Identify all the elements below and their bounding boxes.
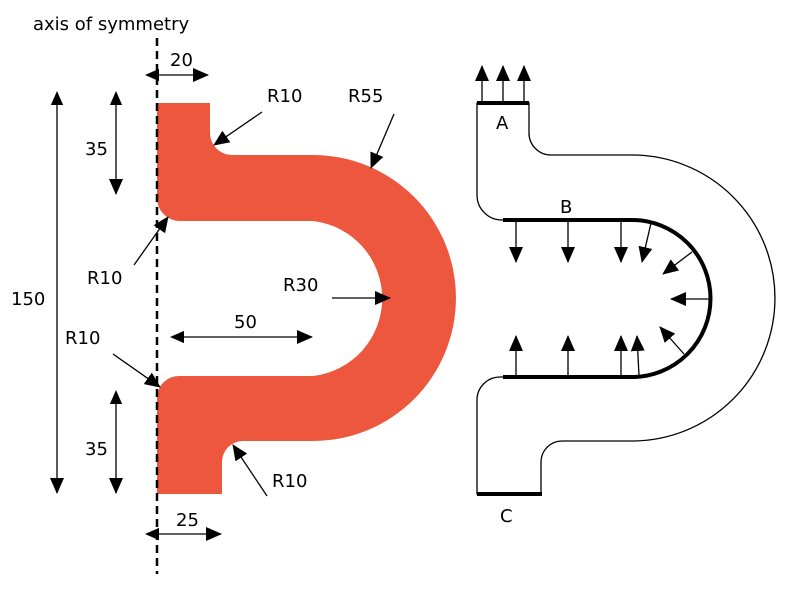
- part-shape: [157, 103, 456, 494]
- pressure-arrow: [662, 251, 693, 275]
- radius-bottom-outer-label: R10: [65, 328, 100, 349]
- left-diagram: axis of symmetry 20 25 150 35 35 50 R10 …: [11, 14, 456, 574]
- dim-inner-straight-label: 50: [234, 312, 257, 333]
- radius-outer-bend-leader: [370, 113, 395, 169]
- boundary-b-label: B: [560, 197, 572, 218]
- radius-bottom-outer-leader: [112, 353, 161, 388]
- pressure-arrow: [630, 335, 645, 377]
- radius-bottom-inner-label: R10: [272, 471, 307, 492]
- dim-bottom-width-label: 25: [176, 510, 199, 531]
- radius-top-outer-leader: [133, 216, 169, 266]
- dim-bottom-leg-label: 35: [85, 439, 108, 460]
- radius-top-inner-label: R10: [267, 86, 302, 107]
- pressure-arrow: [638, 222, 653, 263]
- dim-total-height-label: 150: [11, 289, 45, 310]
- radius-inner-bend-label: R30: [283, 275, 318, 296]
- radius-top-outer-label: R10: [87, 268, 122, 289]
- right-diagram: A B C: [475, 65, 776, 527]
- radius-bottom-inner-leader: [232, 444, 268, 497]
- radius-outer-bend-label: R55: [348, 86, 383, 107]
- domain-outline: [476, 102, 776, 495]
- boundary-c-label: C: [500, 506, 513, 527]
- boundary-a-label: A: [496, 113, 509, 134]
- dim-top-leg-label: 35: [85, 139, 108, 160]
- dim-top-width-label: 20: [170, 50, 193, 71]
- pressure-arrow: [659, 326, 685, 355]
- radius-top-inner-leader: [213, 111, 263, 146]
- axis-of-symmetry-label: axis of symmetry: [33, 14, 189, 35]
